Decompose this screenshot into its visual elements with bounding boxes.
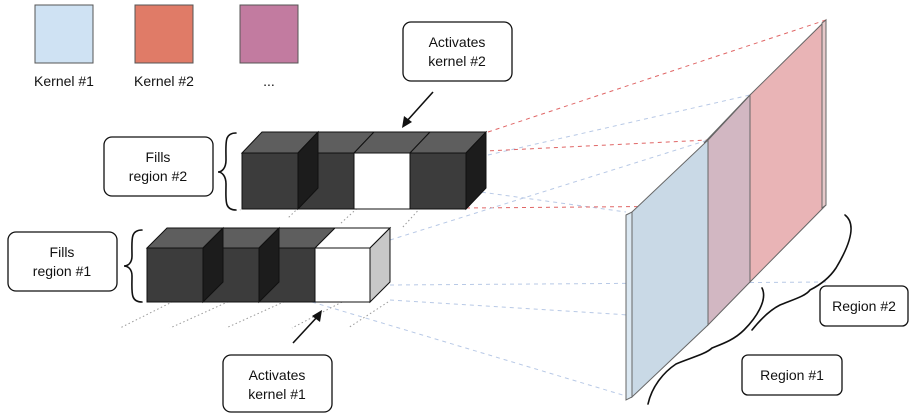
callout-fills-region1-line2: region #1 xyxy=(33,263,92,279)
callout-fills-region2 xyxy=(103,136,214,197)
guide-line xyxy=(487,19,827,133)
region2-label-box xyxy=(819,285,909,327)
cube-side-face xyxy=(258,226,280,304)
plane-edge-back xyxy=(821,19,827,209)
cube-side-face xyxy=(202,226,224,304)
callout-fills-region2-line1: Fills xyxy=(146,149,171,165)
dark-cube xyxy=(146,247,204,303)
callout-activates-kernel1 xyxy=(222,354,333,413)
active-cube-kernel2 xyxy=(353,152,411,210)
brace-region1 xyxy=(647,287,765,405)
region-overlap-plane xyxy=(707,93,751,327)
callout-activates-kernel1-line2: kernel #1 xyxy=(248,386,306,402)
arrowhead xyxy=(402,116,412,128)
more-kernels-swatch xyxy=(239,4,299,64)
arrowhead xyxy=(312,310,322,322)
brace-fills-region1 xyxy=(123,229,143,303)
callout-fills-region2-line2: region #2 xyxy=(129,168,188,184)
cube-side-face xyxy=(465,130,487,211)
guide-line xyxy=(465,189,627,213)
kernel2-swatch xyxy=(134,4,194,64)
cube-row-region2 xyxy=(240,130,488,211)
callout-fills-region1 xyxy=(7,231,118,292)
plane-edge-front xyxy=(625,211,633,401)
cube-row-region1 xyxy=(145,226,392,304)
arrow-to-kernel1-cube xyxy=(292,315,319,344)
callout-activates-kernel2-line2: kernel #2 xyxy=(428,53,486,69)
kernel2-label: Kernel #2 xyxy=(134,73,194,89)
output-planes xyxy=(625,18,827,401)
callout-activates-kernel1-line1: Activates xyxy=(249,367,306,383)
active-cube-kernel1 xyxy=(314,247,371,303)
brace-fills-region2 xyxy=(217,132,237,211)
region1-plane xyxy=(631,138,709,399)
dark-cube xyxy=(409,152,467,210)
region1-label-box xyxy=(741,354,843,396)
kernel1-swatch xyxy=(34,4,94,64)
callout-fills-region1-line1: Fills xyxy=(50,244,75,260)
guide-line xyxy=(311,301,627,397)
more-kernels-label: ... xyxy=(263,73,275,89)
brace-region2 xyxy=(751,214,852,331)
region2-plane xyxy=(749,18,827,284)
arrow-to-kernel2-cube xyxy=(405,91,434,123)
guide-line xyxy=(389,281,827,286)
guide-line xyxy=(465,139,709,153)
dark-cube xyxy=(241,152,299,210)
callout-activates-kernel2-line1: Activates xyxy=(429,34,486,50)
cube-side-face xyxy=(297,130,319,211)
cube-side-face xyxy=(369,226,391,304)
region1-label: Region #1 xyxy=(760,367,824,383)
plane-edge-mid xyxy=(703,94,751,144)
callout-activates-kernel2 xyxy=(402,21,513,82)
region2-label: Region #2 xyxy=(832,298,896,314)
kernel1-label: Kernel #1 xyxy=(34,73,94,89)
